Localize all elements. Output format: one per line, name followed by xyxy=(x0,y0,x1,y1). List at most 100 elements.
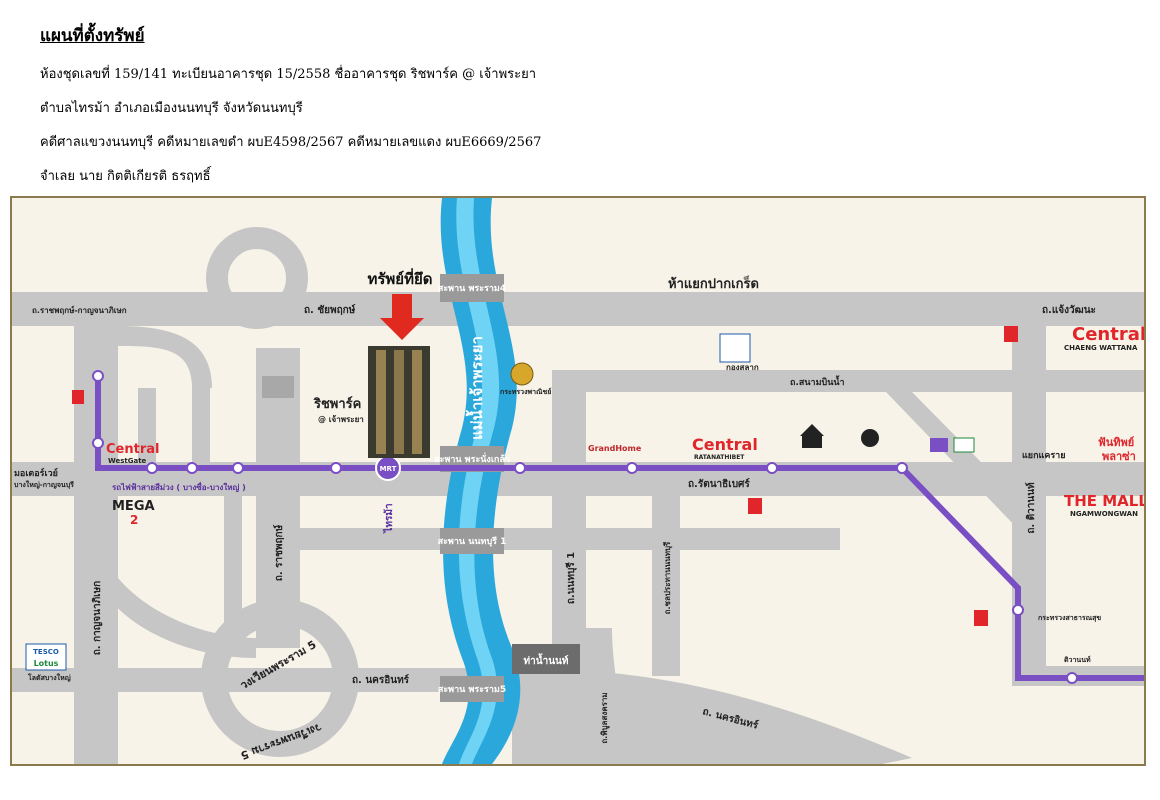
ratchaphruek-label: ถ. ราชพฤกษ์ xyxy=(273,524,285,581)
tree-icon xyxy=(861,429,879,447)
station-dot xyxy=(896,462,908,474)
location-line: ตำบลไทรม้า อำเภอเมืองนนทบุรี จังหวัดนนทบ… xyxy=(40,101,303,116)
landmark-icons xyxy=(72,326,1018,626)
nakhon-in-label: ถ. นครอินทร์ xyxy=(352,674,410,686)
sanambinnam-label: ถ.สนามบินน้ำ xyxy=(790,375,845,388)
kanchanaphisek-label: ถ. กาญจนาภิเษก xyxy=(91,581,103,656)
road-ratchaphruek-kanchana-label: ถ.ราชพฤกษ์-กาญจนาภิเษก xyxy=(32,305,127,316)
kongsalak-icon xyxy=(719,333,751,363)
condo-sub: @ เจ้าพระยา xyxy=(318,414,364,424)
tiwanon-label: ถ. ติวานนท์ xyxy=(1025,482,1037,534)
north-roundabout xyxy=(206,227,308,329)
khae-rai-label: แยกแคราย xyxy=(1022,451,1066,461)
property-arrow xyxy=(380,294,424,340)
map-svg: สะพาน พระราม4 สะพาน พระนั่งเกล้า สะพาน น… xyxy=(12,198,1144,764)
bridge-rama5 xyxy=(440,676,504,702)
page-title: แผนที่ตั้งทรัพย์ xyxy=(40,26,145,46)
purple-brand-icon xyxy=(930,438,948,452)
motorway-label: มอเตอร์เวย์ xyxy=(14,467,58,479)
city-hall-icon-body xyxy=(802,436,822,448)
road-chaeng-wattana-label: ถ.แจ้งวัฒนะ xyxy=(1042,304,1096,316)
rattanathibet-label: ถ.รัตนาธิเบศร์ xyxy=(688,478,750,490)
station-dot xyxy=(766,462,778,474)
station-dot xyxy=(330,462,342,474)
bridge-phra-nang-klao-label: สะพาน พระนั่งเกล้า xyxy=(434,452,510,465)
road-sanambinnam xyxy=(552,370,1144,392)
condo-building xyxy=(368,346,430,458)
road-side-3 xyxy=(224,496,242,646)
central-westgate-logo: Central xyxy=(106,442,159,457)
ministry-label: กระทรวงพาณิชย์ xyxy=(500,387,551,396)
road-side-2 xyxy=(192,388,210,462)
tesco-lotus-logo xyxy=(25,643,67,671)
city-hall-icon xyxy=(800,424,824,436)
station-dot xyxy=(626,462,638,474)
bridge-nonthaburi1-label: สะพาน นนทบุรี 1 xyxy=(438,536,507,547)
fashion-logo-2: พลาซ่า xyxy=(1102,450,1136,463)
7eleven-icon xyxy=(748,498,762,514)
motorway-sub: บางใหญ่-กาญจนบุรี xyxy=(14,480,74,489)
station-dot xyxy=(92,437,104,449)
road-phibun xyxy=(572,628,632,764)
case-line: คดีศาลแขวงนนทบุรี คดีหมายเลขดำ ผบE4598/2… xyxy=(40,135,542,150)
kongsalak-label: กองสลาก xyxy=(726,363,759,372)
bridge-rama4 xyxy=(440,274,504,302)
the-mall-sub: NGAMWONGWAN xyxy=(1070,510,1138,518)
tesco-label: TESCO xyxy=(33,648,59,656)
unit-info-line: ห้องชุดเลขที่ 159/141 ทะเบียนอาคารชุด 15… xyxy=(40,67,537,82)
mrt-label: MRT xyxy=(380,465,397,473)
phibun-label: ถ.พิบูลสงคราม xyxy=(600,692,610,743)
mega-logo: MEGA xyxy=(112,499,155,514)
road-nakhon-in xyxy=(12,668,512,692)
property-marker-label: ทรัพย์ที่ยึด xyxy=(367,268,432,288)
ratchaphruek-overpass xyxy=(262,376,294,398)
rama5-roundabout xyxy=(201,599,359,757)
tesco-sub: โลตัสบางใหญ่ xyxy=(27,673,71,682)
ministry-health-label: กระทรวงสาธารณสุข xyxy=(1038,614,1101,622)
lotus-label: Lotus xyxy=(34,659,59,668)
central-rattanathibet-sub: RATANATHIBET xyxy=(694,454,745,461)
station-dot xyxy=(1066,672,1078,684)
central-chaeng-logo: Central xyxy=(1072,324,1144,345)
central-chaeng-sub: CHAENG WATTANA xyxy=(1064,344,1138,352)
bridge-rama5-label: สะพาน พระราม5 xyxy=(438,685,506,695)
7eleven-icon xyxy=(72,390,84,404)
road-upper-left-curve xyxy=(118,326,212,388)
station-dot xyxy=(1012,604,1024,616)
road-chaiyaphruek-label: ถ. ชัยพฤกษ์ xyxy=(304,304,356,316)
station-dot xyxy=(186,462,198,474)
station-tiwanon-label: ติวานนท์ xyxy=(1064,655,1091,664)
bridge-nonthaburi1 xyxy=(440,528,504,554)
condo-name: ริชพาร์ค xyxy=(313,396,361,412)
central-westgate-sub: WestGate xyxy=(108,457,147,465)
purple-line-label: รถไฟฟ้าสายสีม่วง ( บางซื่อ-บางใหญ่ ) xyxy=(112,481,246,493)
samakkhi-label: ถ.ชลประทานนนทบุรี xyxy=(662,541,673,614)
river-name-label: แม่น้ำเจ้าพระยา xyxy=(465,336,486,440)
road-chaiyaphruek xyxy=(12,292,1144,326)
central-rattanathibet-logo: Central xyxy=(692,435,758,454)
river-highlight xyxy=(456,198,500,764)
road-side-1 xyxy=(138,388,156,462)
defendant-line: จำเลย นาย กิตติเกียรติ ธรฤทธิ์ xyxy=(40,169,211,184)
road-right-curve xyxy=(886,392,1046,558)
7eleven-icon xyxy=(1004,326,1018,342)
document-header: แผนที่ตั้งทรัพย์ ห้องชุดเลขที่ 159/141 ท… xyxy=(40,22,541,199)
tha-nam-non-pier xyxy=(512,644,580,674)
shop-icon xyxy=(953,437,975,453)
station-dot xyxy=(92,370,104,382)
station-dot xyxy=(146,462,158,474)
road-samakkhi xyxy=(652,496,680,676)
station-dot xyxy=(514,462,526,474)
the-mall-logo: THE MALL xyxy=(1064,492,1144,510)
junction-pak-kret: ห้าแยกปากเกร็ด xyxy=(668,274,759,292)
bridge-rama4-label: สะพาน พระราม4 xyxy=(438,284,506,294)
mega-number: 2 xyxy=(130,513,138,527)
nonthaburi1-label: ถ.นนทบุรี 1 xyxy=(565,552,577,604)
purple-line-track xyxy=(95,376,1144,681)
station-sai-ma-label: ไทรม้า xyxy=(382,503,395,533)
road-bridge-nonthaburi1-approach xyxy=(300,528,840,550)
ministry-icon xyxy=(510,362,534,386)
station-dot xyxy=(232,462,244,474)
7eleven-icon xyxy=(974,610,988,626)
tha-nam-non-text: ท่าน้ำนนท์ xyxy=(524,653,569,667)
